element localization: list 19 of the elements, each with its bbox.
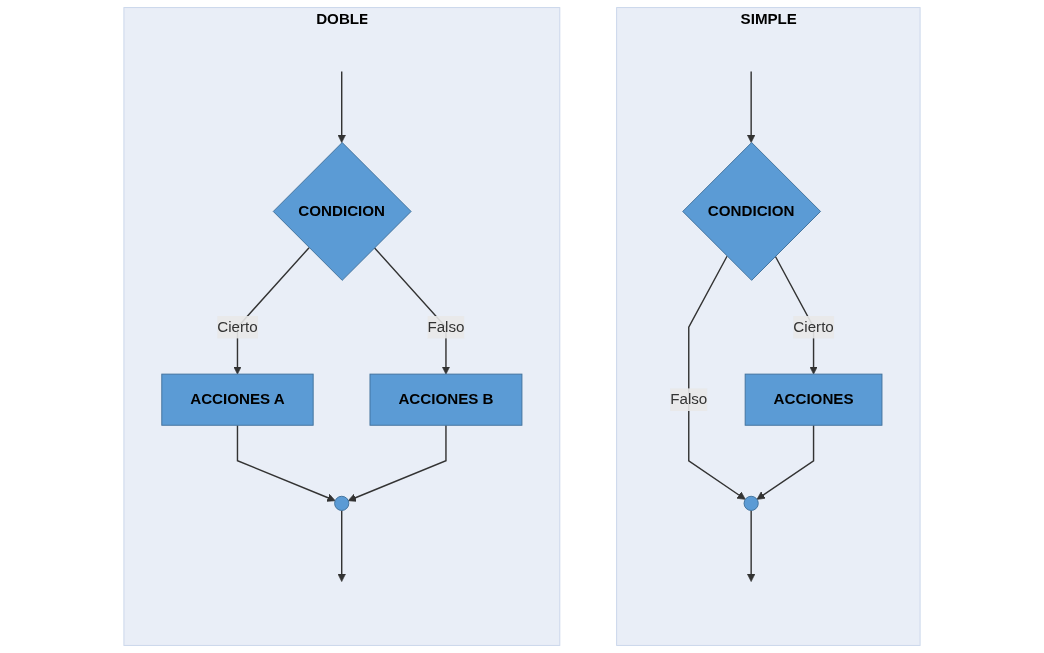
arrow xyxy=(747,70,756,143)
node-circle xyxy=(334,495,350,511)
node-box: ACCIONES B xyxy=(369,373,523,426)
node-diamond: CONDICION xyxy=(682,142,822,281)
arrow xyxy=(236,424,336,502)
node-box: ACCIONES xyxy=(744,373,883,426)
node-circle xyxy=(743,495,759,511)
arrow xyxy=(337,509,346,582)
node-box: ACCIONES A xyxy=(161,373,314,426)
edge-label: Falso xyxy=(670,391,708,408)
node-diamond: CONDICION xyxy=(272,142,412,281)
edge-label: Cierto xyxy=(217,318,258,335)
edge-label: Falso xyxy=(427,318,465,335)
arrow xyxy=(747,509,756,582)
arrow xyxy=(347,424,447,502)
arrow xyxy=(688,255,746,500)
edge-label: Cierto xyxy=(793,318,834,335)
arrow xyxy=(756,424,815,500)
arrow xyxy=(337,70,346,143)
